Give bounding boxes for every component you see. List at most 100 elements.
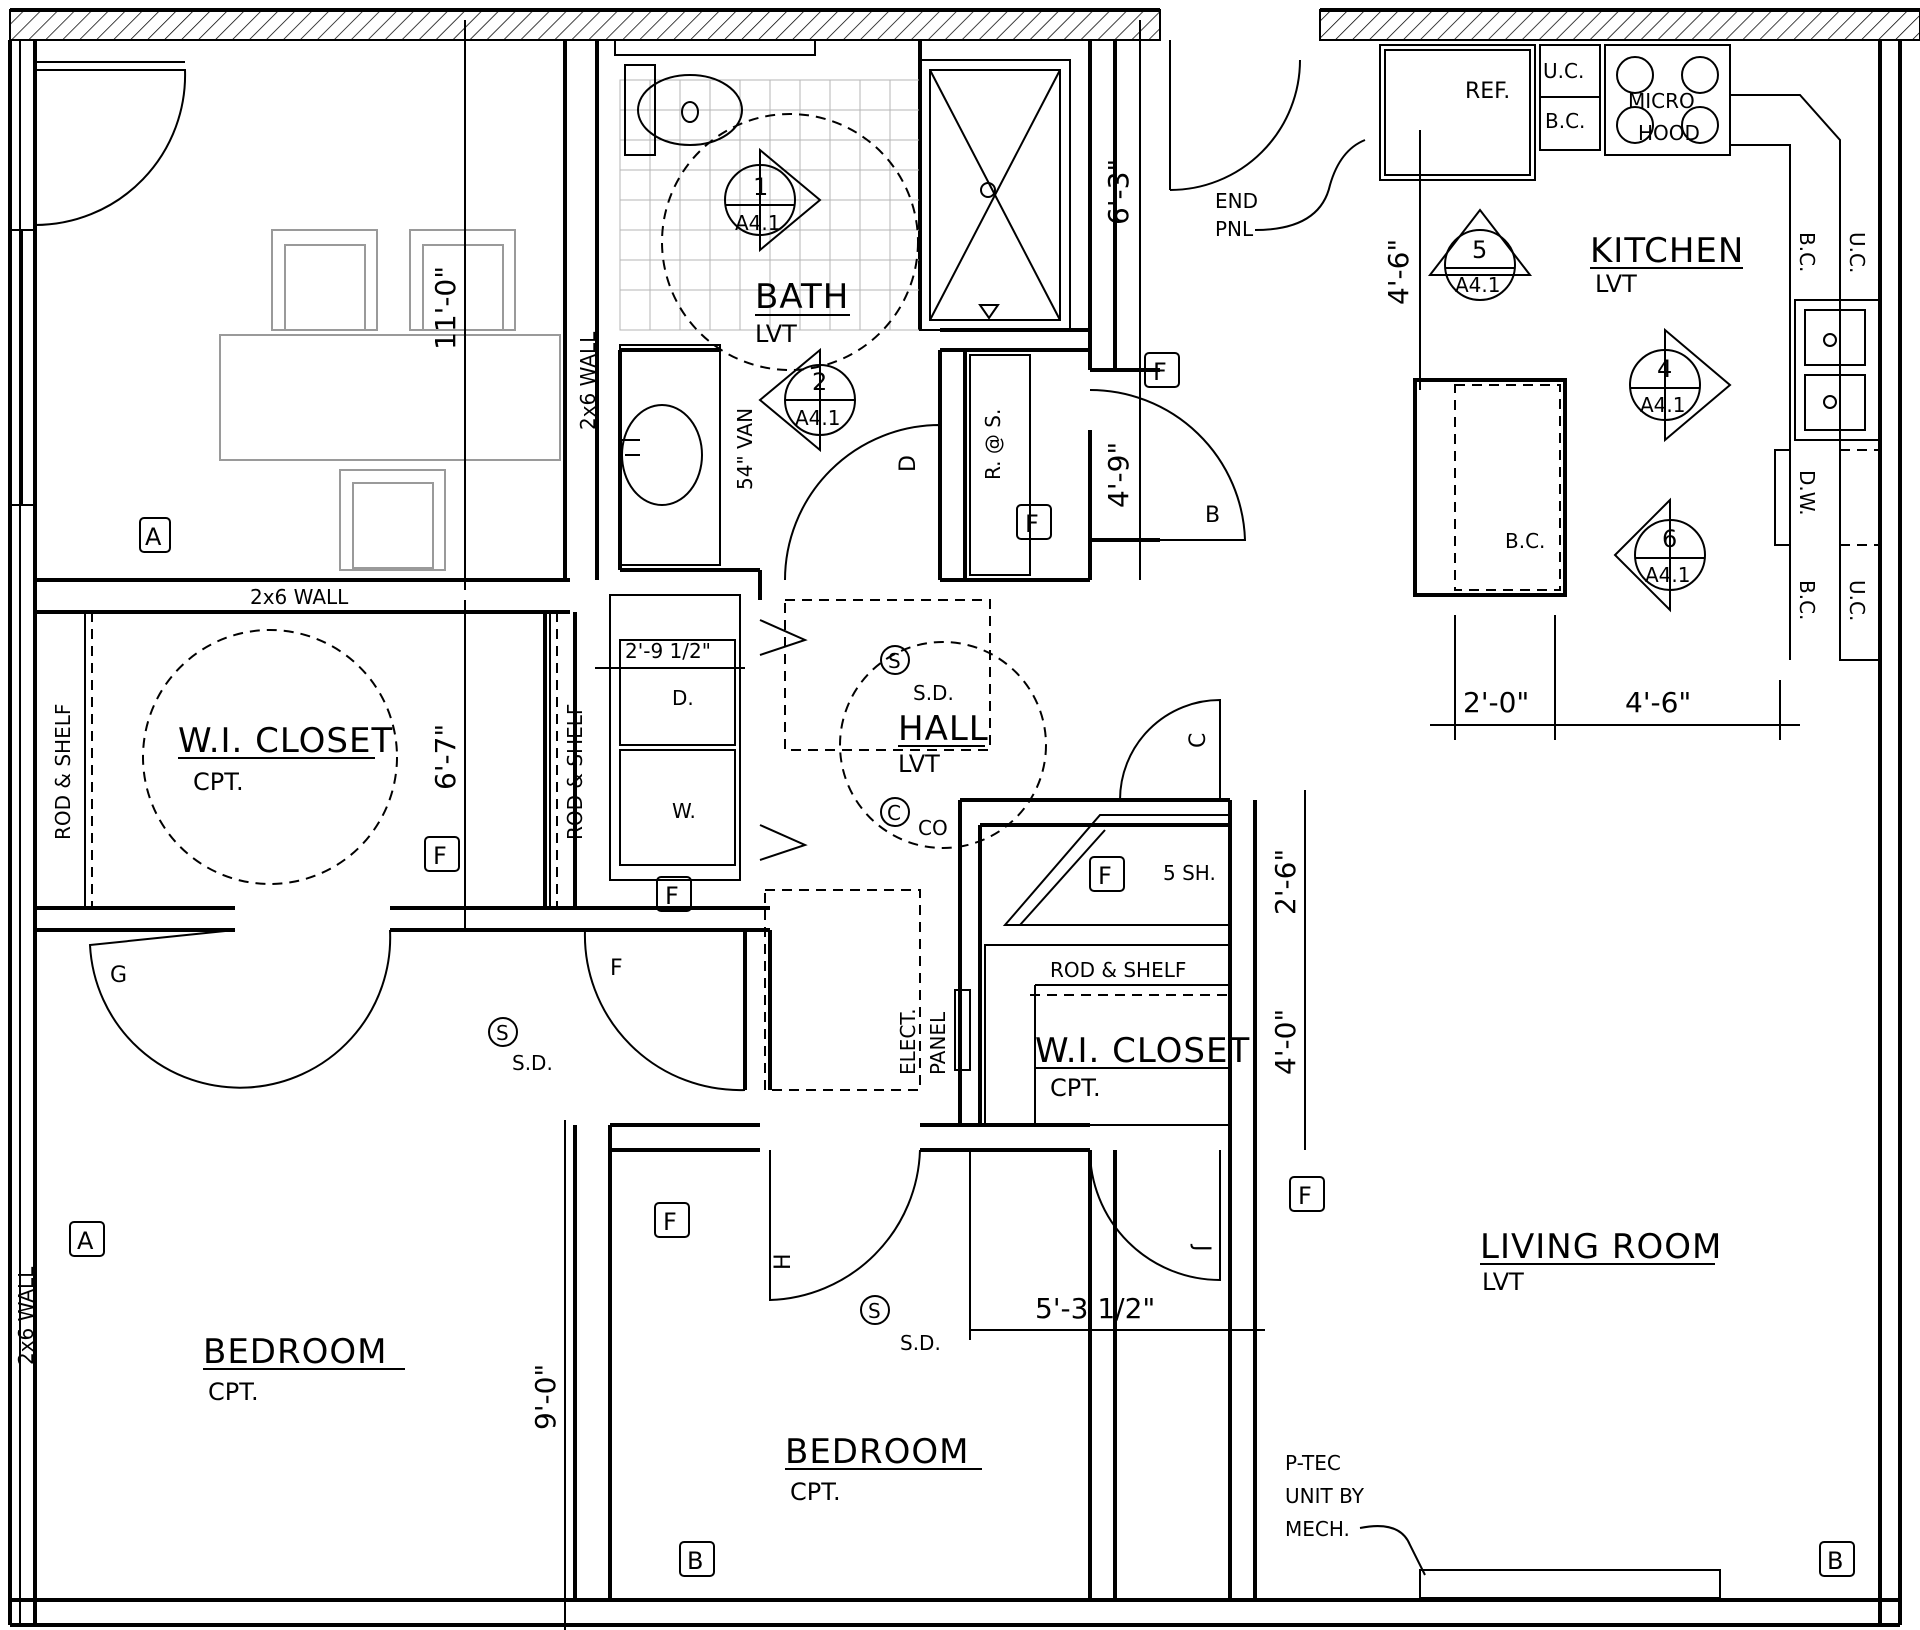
hood-label: HOOD [1638, 121, 1700, 145]
toilet-icon [637, 74, 743, 146]
elevation-tag-6: 6 A4.1 [1613, 497, 1706, 613]
wall-tag-f-3: F [433, 842, 447, 870]
wall-tag-b-1: B [687, 1547, 703, 1575]
door-swing-entry [34, 69, 187, 226]
rod-shelf-label-1: ROD & SHELF [51, 704, 75, 840]
dw-label: D.W. [1795, 470, 1819, 516]
electrical-panel [954, 989, 971, 1071]
co-detector-label: CO [918, 816, 948, 840]
end-panel-label-2: PNL [1215, 217, 1254, 241]
rod-shelf-label-3: ROD & SHELF [1050, 958, 1186, 982]
dim-6-7: 6'-7" [429, 724, 462, 790]
bc-label-right-1: B.C. [1795, 232, 1819, 272]
wall-tag-a-2: A [77, 1227, 94, 1255]
dim-11-0: 11'-0" [429, 266, 462, 350]
kitchen: REF. U.C. B.C. MICRO HOOD B.C. U.C. D.W.… [1169, 40, 1881, 740]
dryer-icon [619, 639, 736, 746]
smoke-detector-label-1: S.D. [512, 1051, 553, 1075]
dim-9-0: 9'-0" [529, 1364, 562, 1430]
living-finish: LVT [1482, 1268, 1524, 1296]
closet-center-title: W.I. CLOSET [1035, 1031, 1250, 1071]
wall-tags: A A B B F F F F F F F [69, 352, 1855, 1577]
elev-4-num: 4 [1657, 355, 1672, 383]
washer-icon [619, 749, 736, 866]
smoke-detector-s-1: S [496, 1021, 509, 1045]
wall-2x6-label-1: 2x6 WALL [576, 331, 600, 430]
bedroom-left-finish: CPT. [208, 1378, 259, 1406]
bedroom-center-finish: CPT. [790, 1478, 841, 1506]
elect-label-2: PANEL [926, 1011, 950, 1075]
door-g-label: G [110, 963, 127, 988]
dimension-lines: 6'-3" 4'-9" B 2'-6" 4'-0" [1089, 20, 1306, 1150]
smoke-detector-label-3: S.D. [900, 1331, 941, 1355]
door-swing-b [1089, 389, 1247, 541]
wall-tag-f-5: F [1098, 862, 1112, 890]
door-f-label: F [610, 956, 623, 981]
door-b-label: B [1205, 503, 1220, 528]
elevation-tag-5: 5 A4.1 [1427, 208, 1533, 301]
elev-5-sheet: A4.1 [1455, 273, 1501, 297]
dim-5-3-half: 5'-3 1/2" [1035, 1292, 1155, 1325]
upper-left-room: 11'-0" 2x6 WALL [9, 20, 600, 590]
wall-2x6-label-3: 2x6 WALL [14, 1266, 38, 1365]
wall-2x6-label-2: 2x6 WALL [250, 585, 349, 609]
hall-title: HALL [898, 709, 989, 749]
wall-tag-a-1: A [145, 523, 162, 551]
door-swing-j [1089, 1149, 1221, 1282]
dim-2-0: 2'-0" [1463, 686, 1529, 719]
ref-label: REF. [1465, 79, 1510, 104]
ptec-label-2: UNIT BY [1285, 1484, 1365, 1508]
door-c-label: C [1186, 733, 1211, 748]
ptec-label-3: MECH. [1285, 1517, 1350, 1541]
washer-label: W. [672, 799, 696, 823]
elevation-tag-1: 1 A4.1 [724, 147, 822, 253]
wall-tag-f-7: F [1298, 1182, 1312, 1210]
dishwasher-icon [1774, 449, 1791, 546]
door-swing-c [1119, 698, 1221, 801]
ptec-label-1: P-TEC [1285, 1451, 1341, 1475]
wall-tag-f-6: F [663, 1208, 677, 1236]
wall-tag-f-1: F [1153, 358, 1167, 386]
left-closet: 2x6 WALL ROD & SHELF ROD & SHELF W.I. CL… [51, 585, 587, 930]
bedroom-left: G BEDROOM CPT. S S.D. 2x6 WALL 9'-0" [14, 929, 566, 1630]
elev-5-num: 5 [1472, 236, 1487, 264]
door-swing-h [769, 1149, 921, 1302]
dryer-label: D. [672, 686, 694, 710]
linen-closet [969, 354, 1031, 576]
uc-label-right-1: U.C. [1845, 232, 1869, 273]
elev-1-num: 1 [753, 173, 768, 201]
dim-4-6-horizontal: 4'-6" [1625, 686, 1691, 719]
closet-left-finish: CPT. [193, 768, 244, 796]
dim-4-0: 4'-0" [1269, 1009, 1302, 1075]
elev-4-sheet: A4.1 [1640, 393, 1686, 417]
end-panel-label-1: END [1215, 189, 1258, 213]
dim-6-3: 6'-3" [1102, 159, 1135, 225]
bedroom-left-title: BEDROOM [203, 1332, 387, 1372]
closet-left-title: W.I. CLOSET [178, 721, 393, 761]
elev-1-sheet: A4.1 [735, 211, 781, 235]
door-d-label: D [896, 455, 921, 472]
elev-6-sheet: A4.1 [1645, 563, 1691, 587]
sink-icon [621, 404, 703, 506]
wall-tag-b-2: B [1827, 1547, 1843, 1575]
door-swing-entry-kitchen [1169, 59, 1301, 191]
living-title: LIVING ROOM [1480, 1227, 1722, 1267]
elevation-tag-4: 4 A4.1 [1629, 327, 1732, 443]
bc-label-right-2: B.C. [1795, 580, 1819, 620]
island-bc-label: B.C. [1505, 529, 1545, 553]
bath-finish: LVT [755, 320, 797, 348]
center-closet: 5 SH. ROD & SHELF W.I. CLOSET CPT. C [984, 698, 1250, 1126]
shower-icon [919, 59, 1071, 331]
towel-bar [614, 39, 816, 56]
elect-label-1: ELECT. [896, 1008, 920, 1075]
rod-shelf-label-2: ROD & SHELF [563, 704, 587, 840]
closet-center-finish: CPT. [1050, 1074, 1101, 1102]
bedroom-center-title: BEDROOM [785, 1432, 969, 1472]
ptec-unit [1419, 1569, 1721, 1599]
wall-tag-f-2: F [1025, 510, 1039, 538]
door-swing-f [583, 929, 746, 1092]
micro-label: MICRO [1628, 89, 1695, 113]
elev-2-num: 2 [812, 368, 827, 396]
refrigerator-icon [1379, 44, 1536, 181]
